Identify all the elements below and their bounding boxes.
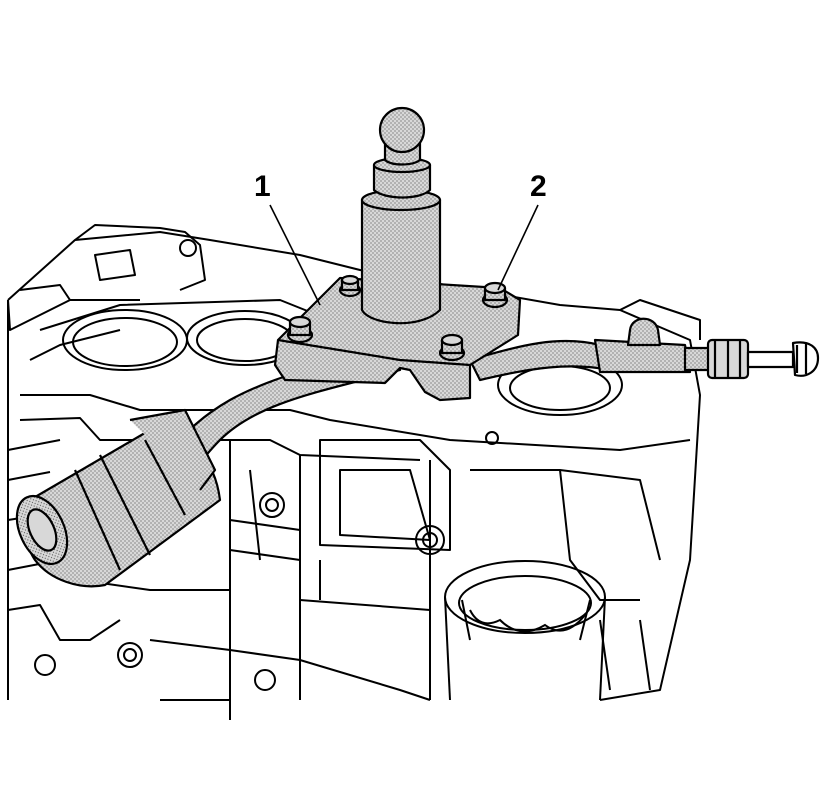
leader-line-2 [497, 204, 539, 291]
special-tool [15, 106, 820, 588]
leader-line-1 [269, 204, 321, 306]
base-plate [273, 276, 522, 402]
post-knob [378, 106, 426, 154]
callout-2: 2 [530, 170, 547, 203]
callout-1: 1 [254, 170, 271, 203]
tool-post [360, 198, 442, 325]
base-bolts [286, 274, 509, 362]
leader-lines [269, 204, 539, 306]
oil-filter-housing [444, 560, 606, 701]
